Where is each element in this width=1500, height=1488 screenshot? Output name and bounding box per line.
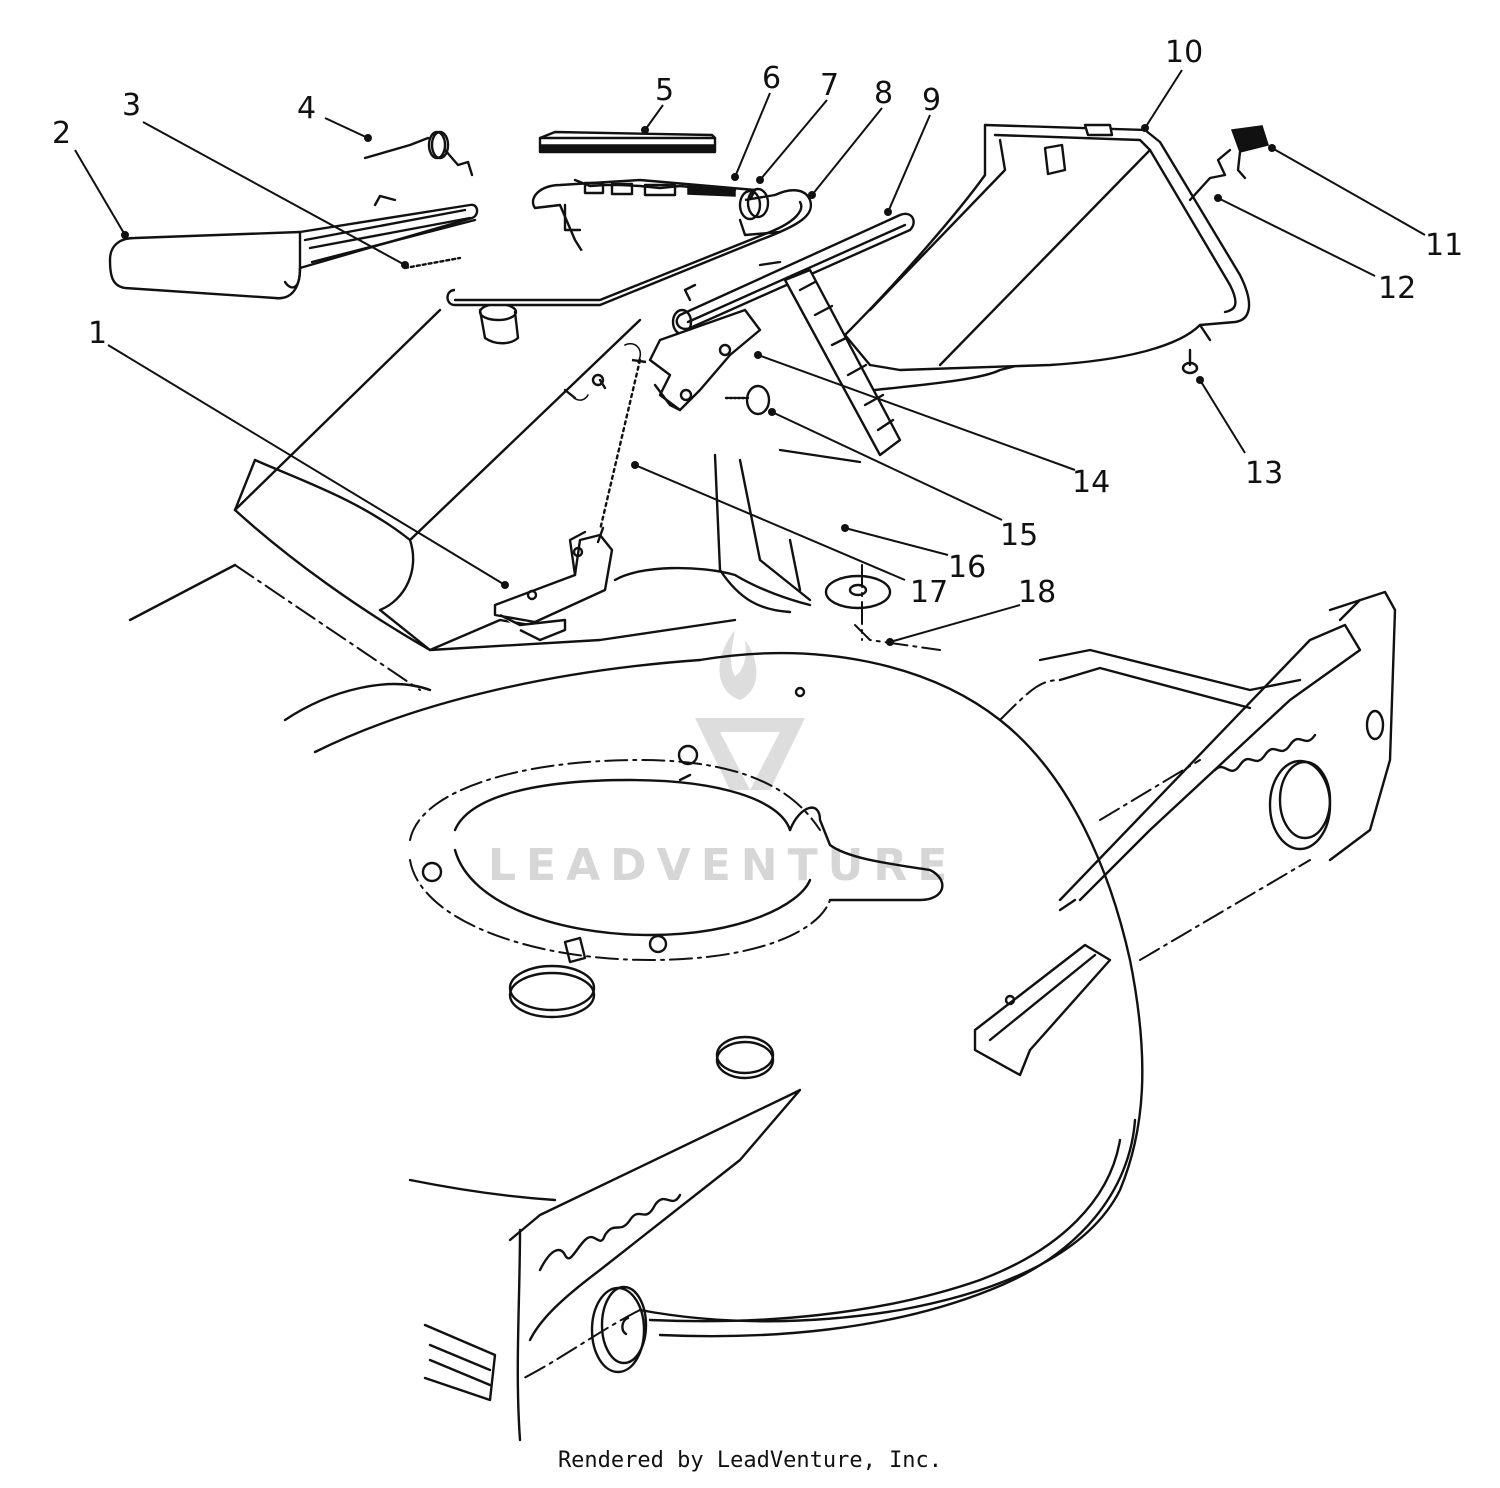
render-credit: Rendered by LeadVenture, Inc. (557, 1448, 943, 1473)
watermark-text: LEADVENTURE (488, 840, 957, 891)
callout-4: 4 (297, 91, 316, 126)
part-1-spring-bracket (493, 530, 614, 642)
callout-7: 7 (820, 68, 839, 103)
callout-numbers: 1 2 3 4 5 6 7 8 9 10 11 12 13 14 15 16 1… (52, 35, 1463, 610)
part-13-screw (1181, 348, 1199, 375)
part-10-grass-chute (843, 123, 1251, 372)
callout-1: 1 (88, 316, 107, 351)
callout-10: 10 (1165, 35, 1203, 70)
part-5-seal-strip (538, 130, 717, 154)
part-8-actuator-rod (446, 187, 813, 307)
callout-6: 6 (762, 61, 781, 96)
rear-door-housing (233, 302, 1122, 652)
callout-9: 9 (922, 83, 941, 118)
part-3-torsion-spring (403, 256, 462, 270)
part-15-bolt (563, 373, 771, 416)
callout-3: 3 (122, 88, 141, 123)
door-support-ladder (783, 268, 902, 457)
mower-deck (128, 563, 1397, 1442)
part-4-door-spring (363, 130, 474, 177)
callout-12: 12 (1378, 271, 1416, 306)
part-11-latch-knob (1188, 125, 1269, 202)
callout-8: 8 (874, 76, 893, 111)
callout-16: 16 (948, 550, 986, 585)
callout-2: 2 (52, 116, 71, 151)
leadventure-watermark: LEADVENTURE (488, 630, 957, 891)
callout-leaders (74, 69, 1426, 646)
callout-18: 18 (1018, 575, 1056, 610)
reference-lines (573, 394, 863, 641)
callout-13: 13 (1245, 456, 1283, 491)
callout-14: 14 (1072, 465, 1110, 500)
callout-11: 11 (1425, 228, 1463, 263)
part-2-rear-door (108, 194, 479, 300)
part-17-extension-spring (596, 343, 647, 544)
callout-17: 17 (910, 575, 948, 610)
part-14-hinge-plate (648, 308, 762, 412)
callout-5: 5 (655, 73, 674, 108)
callout-15: 15 (1000, 518, 1038, 553)
